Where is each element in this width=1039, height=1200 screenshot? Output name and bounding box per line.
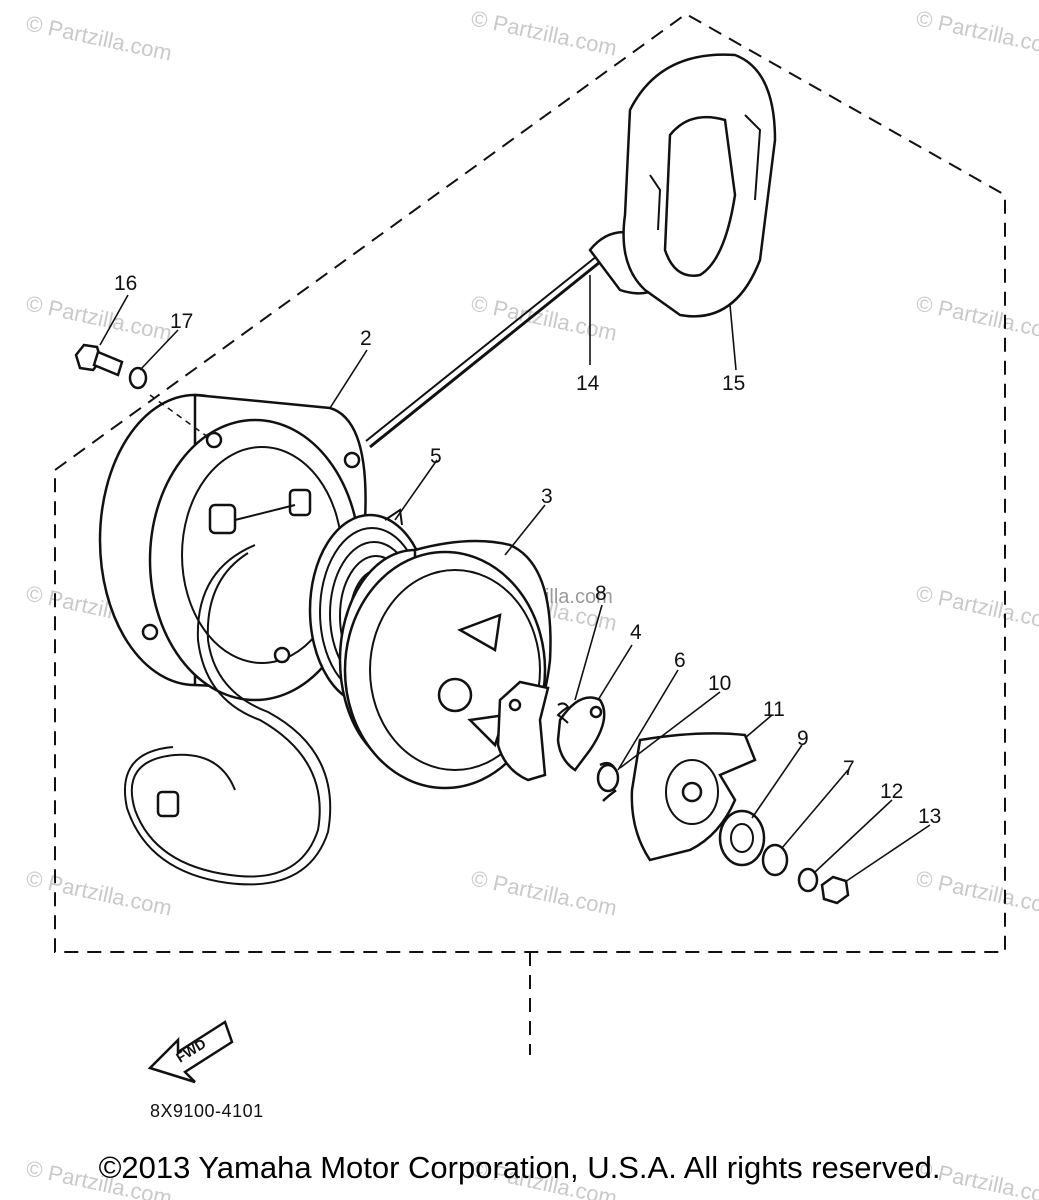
- bushing: [718, 809, 766, 867]
- starter-case: [98, 393, 367, 702]
- bolt-washer: [128, 366, 148, 390]
- starter-rope: [365, 255, 601, 449]
- callout-8: 8: [595, 582, 607, 605]
- callout-6: 6: [674, 649, 686, 672]
- starter-handle: [588, 53, 777, 318]
- pawl: [496, 680, 606, 782]
- callout-13: 13: [918, 805, 941, 828]
- pawl-spring: [556, 702, 570, 724]
- nut: [820, 875, 850, 905]
- spring-washer: [797, 867, 819, 893]
- watermark: © Partzilla.com: [24, 865, 174, 920]
- callouts: 2 3 4 5 6 7 8 9 10 11 12 13 14 15 16 17: [114, 272, 941, 828]
- watermark: © Partzilla.com: [469, 5, 619, 60]
- callout-4: 4: [630, 621, 642, 644]
- callout-14: 14: [576, 372, 600, 395]
- watermark: © Partzilla.com: [469, 865, 619, 920]
- callout-2: 2: [360, 327, 372, 350]
- drum-pulley: [338, 539, 552, 790]
- diagram-code: 8X9100-4101: [150, 1101, 264, 1121]
- watermark: © Partzilla.com: [24, 290, 174, 345]
- alignment-line: [149, 394, 213, 441]
- callout-11: 11: [763, 698, 785, 721]
- callout-10: 10: [708, 672, 731, 695]
- fwd-arrow: FWD: [147, 1020, 234, 1084]
- callout-5: 5: [430, 445, 442, 468]
- callout-7: 7: [843, 757, 855, 780]
- copyright-notice: ©2013 Yamaha Motor Corporation, U.S.A. A…: [98, 1150, 941, 1185]
- callout-16: 16: [114, 272, 137, 295]
- watermark: © Partzilla.com: [24, 10, 174, 65]
- watermark: © Partzilla.com: [914, 580, 1039, 635]
- watermark: © Partzilla.com: [914, 865, 1039, 920]
- watermark: © Partzilla.com: [914, 5, 1039, 60]
- rope-loop: [123, 544, 332, 886]
- watermark: © Partzilla.com: [914, 290, 1039, 345]
- callout-3: 3: [541, 485, 553, 508]
- assembly-boundary: [54, 12, 1006, 953]
- bolt: [74, 343, 124, 377]
- plain-washer: [761, 843, 789, 877]
- washer: [596, 763, 620, 793]
- callout-15: 15: [722, 372, 745, 395]
- callout-17: 17: [170, 310, 193, 333]
- callout-9: 9: [797, 727, 809, 750]
- leader-lines: [99, 275, 931, 883]
- callout-12: 12: [880, 780, 903, 803]
